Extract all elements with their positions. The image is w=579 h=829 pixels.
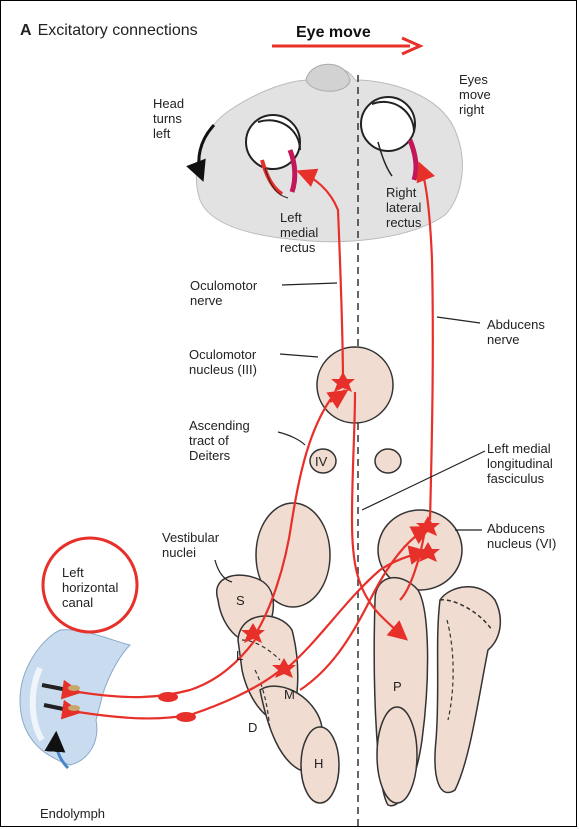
eyes-move-right-label: Eyes move right [459,72,491,117]
vestibular-nuclei-label: Vestibular nuclei [162,530,219,560]
nucleus-iv-label: IV [315,454,327,469]
nucleus-h-label: H [314,756,323,771]
panel-letter: A [20,22,32,39]
left-medial-rectus-label: Left medial rectus [280,210,318,255]
right-h-shape [377,707,417,803]
left-mlf-label: Left medial longitudinal fasciculus [487,441,553,486]
panel-title: A Excitatory connections [20,22,198,40]
nucleus-p-label: P [393,679,402,694]
abducens-nerve-label: Abducens nerve [487,317,545,347]
left-horizontal-canal-label: Left horizontal canal [62,565,118,610]
ascending-tract-label: Ascending tract of Deiters [189,418,250,463]
nucleus-d-label: D [248,720,257,735]
endolymph-label: Endolymph [40,806,105,821]
head-turns-left-label: Head turns left [153,96,184,141]
horizontal-canal [20,630,130,768]
nucleus-s-label: S [236,593,245,608]
abducens-nucleus-label: Abducens nucleus (VI) [487,521,556,551]
oculomotor-nucleus-label: Oculomotor nucleus (III) [189,347,257,377]
head-top-view [196,64,462,242]
right-lateral-rectus-label: Right lateral rectus [386,185,421,230]
nucleus-l-label: L [236,648,243,663]
nucleus-m-label: M [284,687,295,702]
panel-title-text: Excitatory connections [38,22,198,39]
oculomotor-nerve-label: Oculomotor nerve [190,278,257,308]
right-vestibular-shape [435,587,500,793]
eye-move-label: Eye move [296,24,371,42]
nucleus-iv-right-shape [375,449,401,473]
